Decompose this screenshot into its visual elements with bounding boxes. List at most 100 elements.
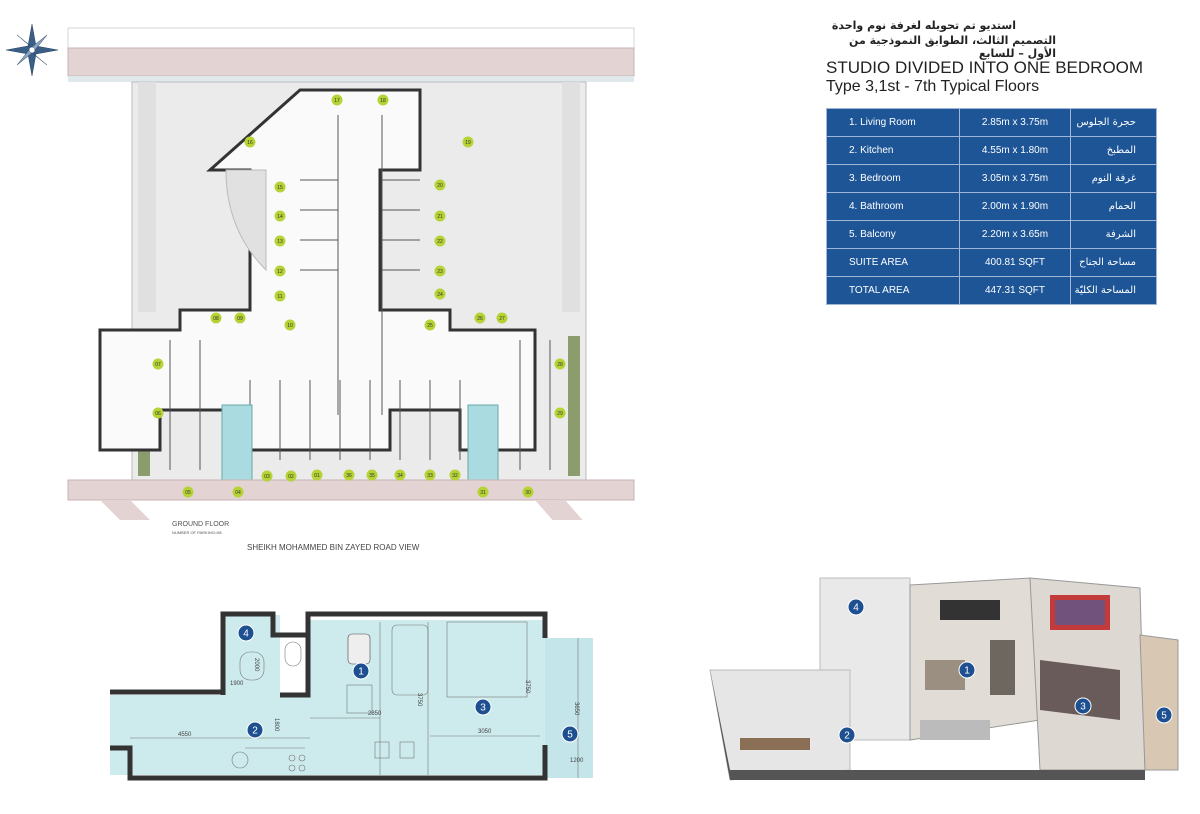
svg-text:32: 32 (452, 473, 458, 479)
dimension-label: 3750 (524, 680, 530, 694)
room-number-badge (847, 598, 865, 616)
unit-marker: 35 (366, 469, 378, 481)
svg-text:28: 28 (557, 362, 563, 368)
unit-marker: 28 (554, 358, 566, 370)
unit-marker: 12 (274, 265, 286, 277)
unit-marker: 36 (343, 469, 355, 481)
svg-text:08: 08 (213, 316, 219, 322)
svg-text:22: 22 (437, 239, 443, 245)
unit-marker: 02 (285, 470, 297, 482)
unit-marker: 23 (434, 265, 446, 277)
total-area-arabic: المساحة الكليّة (1070, 276, 1157, 305)
svg-text:11: 11 (277, 294, 282, 300)
unit-marker: 22 (434, 235, 446, 247)
unit-marker: 25 (424, 319, 436, 331)
suite-area-label: SUITE AREA (826, 248, 960, 277)
room-size: 3.05m x 3.75m (959, 164, 1071, 193)
dimension-label: 2850 (368, 711, 382, 717)
svg-text:25: 25 (427, 323, 433, 329)
room-number-badge (838, 726, 856, 744)
arabic-title-line2: التصميم الثالث، الطوابق النموذجية من الأ… (849, 34, 1056, 60)
svg-text:18: 18 (380, 98, 386, 104)
svg-text:12: 12 (277, 269, 283, 275)
svg-text:29: 29 (557, 411, 563, 417)
svg-text:17: 17 (334, 98, 340, 104)
room-number: 5 (1161, 711, 1167, 722)
svg-text:04: 04 (235, 490, 241, 496)
room-size: 2.00m x 1.90m (959, 192, 1071, 221)
svg-text:03: 03 (264, 474, 270, 480)
unit-marker: 29 (554, 407, 566, 419)
svg-text:05: 05 (185, 490, 191, 496)
unit-marker: 33 (424, 469, 436, 481)
svg-text:27: 27 (499, 316, 505, 322)
svg-text:30: 30 (525, 490, 531, 496)
svg-text:02: 02 (288, 474, 294, 480)
floor-label: GROUND FLOOR (172, 521, 230, 528)
room-label-arabic: الشرفة (1070, 220, 1157, 249)
suite-area-arabic: مساحة الجناح (1070, 248, 1157, 277)
total-area-label: TOTAL AREA (826, 276, 960, 305)
svg-text:19: 19 (465, 140, 471, 146)
room-number: 2 (844, 731, 850, 742)
unit-marker: 21 (434, 210, 446, 222)
room-label-arabic: حجرة الجلوس (1070, 108, 1157, 137)
room-number: 5 (567, 730, 573, 741)
unit-marker: 32 (449, 469, 461, 481)
unit-marker: 01 (311, 469, 323, 481)
page-subtitle: Type 3,1st - 7th Typical Floors (826, 78, 1040, 95)
svg-text:09: 09 (237, 316, 243, 322)
svg-text:26: 26 (477, 316, 483, 322)
unit-marker: 07 (152, 358, 164, 370)
room-number: 4 (243, 629, 249, 640)
room-number-badge (246, 721, 264, 739)
svg-text:31: 31 (480, 490, 486, 496)
room-number: 4 (853, 603, 859, 614)
unit-marker: 16 (244, 136, 256, 148)
svg-text:34: 34 (397, 473, 403, 479)
unit-marker: 04 (232, 486, 244, 498)
unit-marker: 03 (261, 470, 273, 482)
svg-text:21: 21 (437, 214, 443, 220)
room-number: 1 (964, 666, 970, 677)
room-label: 5. Balcony (826, 220, 960, 249)
unit-marker: 10 (284, 319, 296, 331)
total-area-value: 447.31 SQFT (959, 276, 1071, 305)
room-size: 2.20m x 3.65m (959, 220, 1071, 249)
room-number: 3 (1080, 702, 1086, 713)
svg-text:35: 35 (369, 473, 375, 479)
dimension-label: 4550 (178, 732, 192, 738)
svg-text:33: 33 (427, 473, 433, 479)
room-size: 2.85m x 3.75m (959, 108, 1071, 137)
unit-marker: 34 (394, 469, 406, 481)
svg-text:06: 06 (155, 411, 161, 417)
svg-text:01: 01 (314, 473, 320, 479)
page-title: STUDIO DIVIDED INTO ONE BEDROOM (826, 58, 1144, 77)
dimension-label: 3750 (416, 693, 422, 707)
room-label: 2. Kitchen (826, 136, 960, 165)
room-label-arabic: الحمام (1070, 192, 1157, 221)
room-number-badge (561, 725, 579, 743)
room-number-badge (474, 698, 492, 716)
svg-text:23: 23 (437, 269, 443, 275)
dimension-label: 2000 (253, 658, 259, 672)
room-number-badge (1155, 706, 1173, 724)
svg-text:24: 24 (437, 292, 443, 298)
unit-marker: 14 (274, 210, 286, 222)
unit-marker: 24 (434, 288, 446, 300)
dimension-label: 3050 (478, 729, 492, 735)
unit-marker: 17 (331, 94, 343, 106)
svg-text:15: 15 (277, 185, 283, 191)
room-number-badge (237, 624, 255, 642)
room-number: 2 (252, 726, 258, 737)
unit-floor-plan: 2000190045501800285037503050375036501200… (110, 611, 593, 781)
unit-marker: 18 (377, 94, 389, 106)
unit-3d-render: 4 1 2 3 5 (709, 577, 1179, 781)
room-label-arabic: المطبخ (1070, 136, 1157, 165)
parking-note: NUMBER OF PARKING=58 (172, 530, 222, 535)
